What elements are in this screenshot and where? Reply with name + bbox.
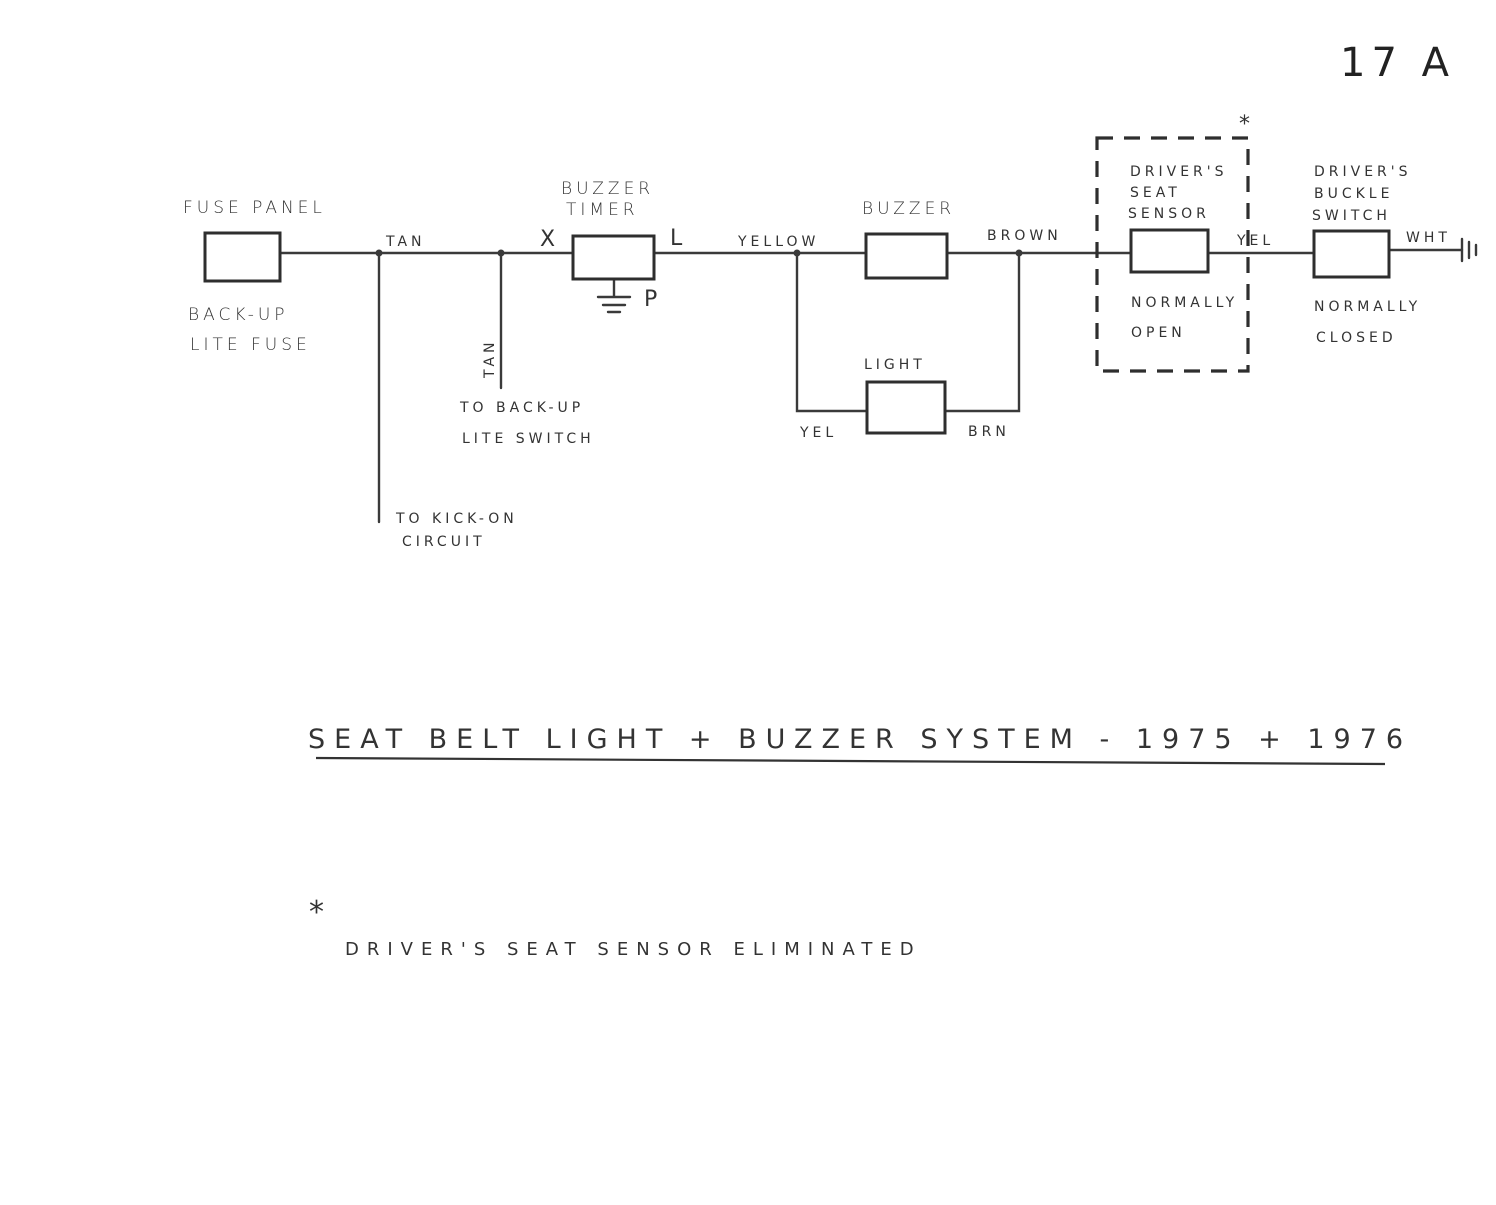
- backup-lite-fuse-label-2: LITE FUSE: [190, 335, 311, 355]
- seat-sensor-box: [1129, 228, 1210, 274]
- junction-dot-2: [497, 249, 505, 257]
- yel-light-wire: [795, 251, 869, 413]
- buckle-switch-box: [1312, 229, 1391, 279]
- fuse-panel-label: FUSE PANEL: [183, 198, 326, 218]
- to-backup-switch-label-1: TO BACK-UP: [459, 400, 584, 416]
- seat-sensor-dashed-enclosure: [1095, 136, 1250, 373]
- to-backup-switch-label-2: LITE SWITCH: [462, 431, 595, 447]
- timer-ground-icon: [596, 277, 632, 314]
- timer-x-mark: X: [540, 227, 555, 252]
- to-kick-on-label-2: CIRCUIT: [402, 534, 486, 550]
- footnote-text: DRIVER'S SEAT SENSOR ELIMINATED: [345, 939, 922, 960]
- buzzer-timer-label-2: TIMER: [566, 200, 639, 220]
- buzzer-timer-box: [571, 234, 656, 281]
- brown-wire-label: BROWN: [987, 228, 1062, 244]
- seat-sensor-label-2: SEAT: [1130, 185, 1181, 201]
- normally-open-label-1: NORMALLY: [1131, 295, 1238, 311]
- timer-l-terminal: L: [670, 226, 683, 251]
- brn-light-wire: [943, 251, 1021, 413]
- yel-sensor-wire-label: YEL: [1236, 233, 1274, 249]
- backup-lite-fuse-label-1: BACK-UP: [188, 305, 289, 325]
- normally-open-label-2: OPEN: [1131, 325, 1186, 341]
- yellow-wire-label: YELLOW: [737, 234, 819, 250]
- footnote-asterisk: *: [309, 895, 324, 930]
- seat-sensor-asterisk: *: [1239, 112, 1250, 137]
- to-kick-on-label-1: TO KICK-ON: [395, 511, 518, 527]
- chassis-ground-icon: [1460, 237, 1478, 263]
- brn-light-wire-label: BRN: [968, 424, 1010, 440]
- buckle-switch-label-2: BUCKLE: [1314, 186, 1393, 202]
- buzzer-box: [864, 232, 949, 280]
- timer-p-terminal: P: [644, 287, 657, 312]
- seat-sensor-label-3: SENSOR: [1128, 206, 1210, 222]
- wht-wire-label: WHT: [1406, 230, 1451, 246]
- junction-dot-1: [375, 249, 383, 257]
- page-number: 17 A: [1340, 40, 1455, 86]
- normally-closed-label-1: NORMALLY: [1314, 299, 1421, 315]
- title-underline: [315, 756, 1386, 766]
- buckle-switch-label-3: SWITCH: [1312, 208, 1391, 224]
- fuse-panel-box: [203, 231, 282, 283]
- buzzer-timer-label-1: BUZZER: [561, 179, 654, 199]
- light-box: [865, 380, 947, 435]
- normally-closed-label-2: CLOSED: [1316, 330, 1397, 346]
- buzzer-label: BUZZER: [862, 199, 955, 219]
- tan-backup-branch-label: TAN: [482, 338, 498, 379]
- junction-dot-4: [1015, 249, 1023, 257]
- buckle-switch-label-1: DRIVER'S: [1314, 164, 1412, 180]
- diagram-title: SEAT BELT LIGHT + BUZZER SYSTEM - 1975 +…: [308, 724, 1412, 755]
- yel-light-wire-label: YEL: [799, 425, 837, 441]
- seat-sensor-label-1: DRIVER'S: [1130, 164, 1228, 180]
- tan-main-wire-label: TAN: [385, 234, 426, 250]
- light-label: LIGHT: [864, 357, 926, 373]
